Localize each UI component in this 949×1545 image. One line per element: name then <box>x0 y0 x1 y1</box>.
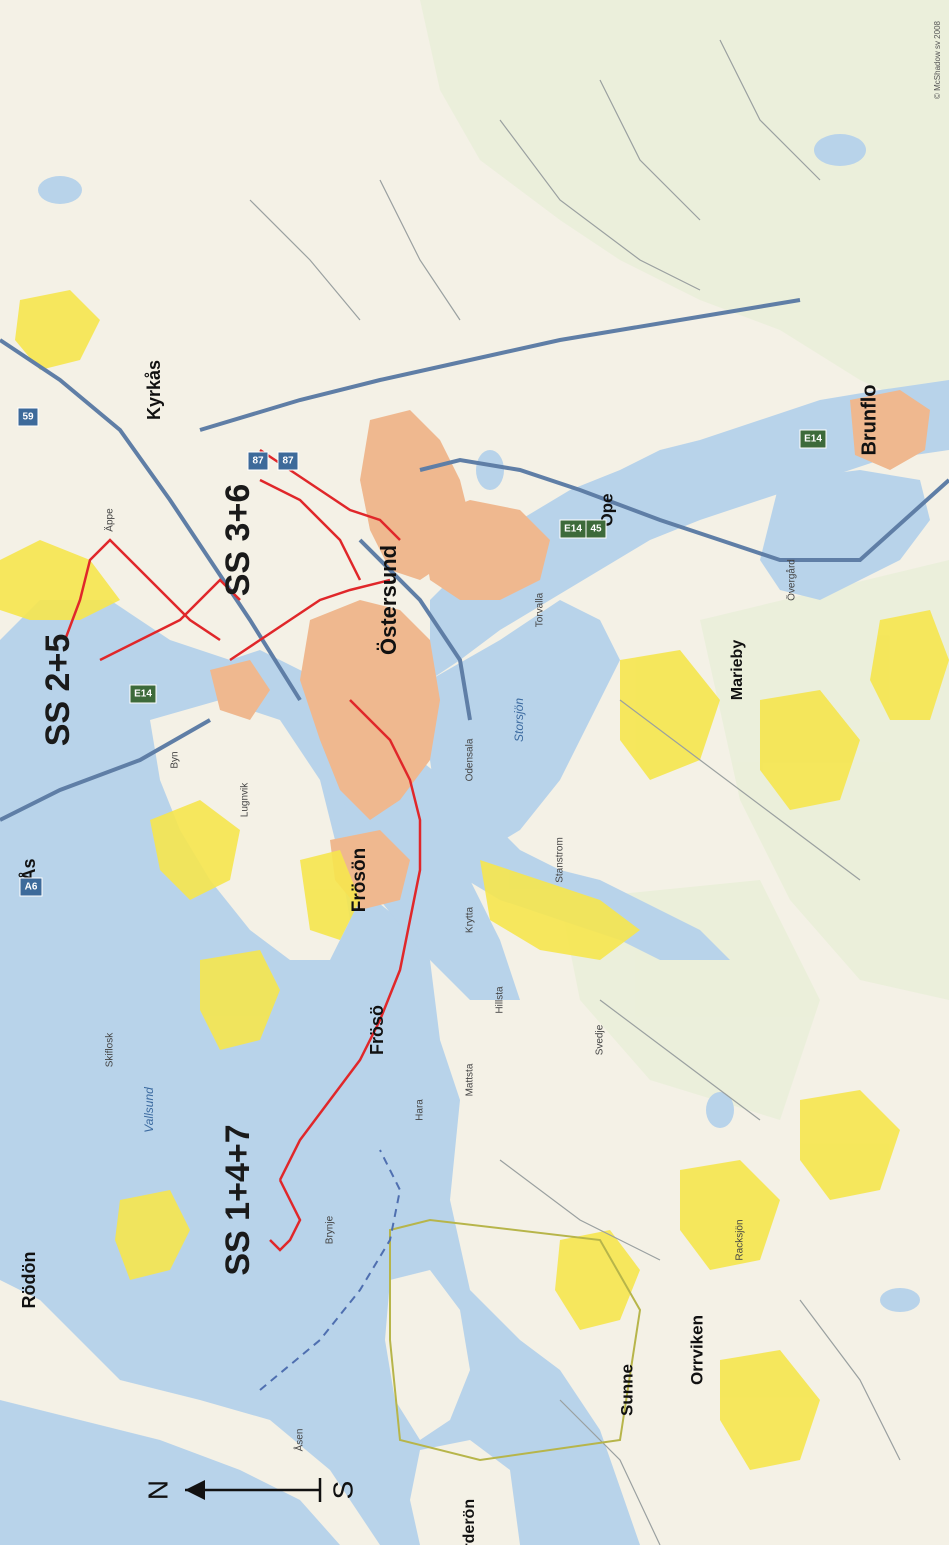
road-shield-a6: A6 <box>19 877 43 897</box>
town-label-marieby: Marieby <box>729 640 746 701</box>
svg-text:59: 59 <box>22 412 34 423</box>
place-hara: Hara <box>415 1099 426 1121</box>
compass-north-label: N <box>142 1480 173 1500</box>
town-label-orrviken: Orrviken <box>687 1315 706 1385</box>
lake-storsjon <box>0 380 949 1545</box>
place-torvalla: Torvalla <box>535 592 546 627</box>
town-label-arderon: Ärderön <box>460 1499 478 1545</box>
water-label-storsjon: Storsjön <box>512 698 526 742</box>
place-brynje: Brynje <box>325 1215 336 1244</box>
place-labels: Odensala Torvalla Lugnvik Krytta Hara Br… <box>104 508 798 1452</box>
farmland <box>0 290 949 1470</box>
town-label-kyrkas: Kyrkås <box>144 360 164 420</box>
place-skiflosk: Skiflosk <box>105 1032 116 1067</box>
place-racksjon: Racksjön <box>735 1219 746 1260</box>
stage-label-ss36: SS 3+6 <box>219 484 257 596</box>
place-krytta: Krytta <box>465 907 476 934</box>
town-label-froso: Frösö <box>367 1005 387 1055</box>
compass-south-label: S <box>327 1481 358 1500</box>
restricted-area-outline <box>389 1218 642 1462</box>
place-lugnvik: Lugnvik <box>240 782 251 817</box>
svg-text:E14: E14 <box>804 434 822 445</box>
town-label-as: Ås <box>19 858 39 881</box>
water-labels: Storsjön Vallsund <box>142 698 526 1133</box>
town-label-brunflo: Brunflo <box>858 384 880 455</box>
place-svedje: Svedje <box>595 1024 606 1055</box>
road-shield-e14-b: E14 <box>559 519 587 539</box>
road-shield-87: 87 <box>247 451 269 471</box>
town-labels: Östersund Brunflo Frösön Frösö Rödön Kyr… <box>19 360 881 1545</box>
place-asen: Åsen <box>293 1429 306 1452</box>
place-stanstrom: Stanstrom <box>555 837 566 883</box>
road-shield-e14-a: E14 <box>129 684 157 704</box>
town-label-rodon: Rödön <box>19 1252 39 1309</box>
water-label-vallsund: Vallsund <box>142 1087 156 1133</box>
boundary-dashed <box>259 1149 402 1391</box>
town-label-sunne: Sunne <box>617 1364 636 1416</box>
minor-roads <box>249 39 901 1545</box>
svg-text:E14: E14 <box>564 524 582 535</box>
islands <box>150 700 620 1545</box>
road-shield-59: 59 <box>17 407 39 427</box>
road-shields: E14 E14 45 E14 87 87 A6 59 <box>17 407 827 897</box>
highways <box>0 298 949 822</box>
stage-label-ss25: SS 2+5 <box>39 634 77 746</box>
town-label-ope: Ope <box>597 493 616 526</box>
place-byn: Byn <box>170 751 181 768</box>
svg-text:45: 45 <box>590 524 602 535</box>
town-label-froson: Frösön <box>349 848 370 912</box>
road-shield-45: 45 <box>585 519 607 539</box>
town-label-ostersund: Östersund <box>376 545 401 655</box>
stage-labels: SS 2+5 SS 3+6 SS 1+4+7 <box>39 484 257 1276</box>
compass: N S <box>142 1478 358 1502</box>
place-mattsta: Mattsta <box>465 1063 476 1096</box>
ponds <box>38 134 920 1312</box>
place-hillsta: Hillsta <box>495 986 506 1014</box>
road-shield-e14-c: E14 <box>799 429 827 449</box>
road-shield-87-b: 87 <box>277 451 299 471</box>
place-overgard: Övergård <box>786 559 798 601</box>
svg-text:87: 87 <box>252 456 264 467</box>
place-odensala: Odensala <box>465 738 476 781</box>
svg-text:87: 87 <box>282 456 294 467</box>
stage-label-ss147: SS 1+4+7 <box>219 1124 257 1275</box>
svg-text:E14: E14 <box>134 689 152 700</box>
place-appe: Äppe <box>104 508 116 532</box>
stage-routes <box>63 448 422 1252</box>
svg-text:A6: A6 <box>25 882 38 893</box>
copyright-notice: © McShadow sv 2008 <box>933 20 942 98</box>
